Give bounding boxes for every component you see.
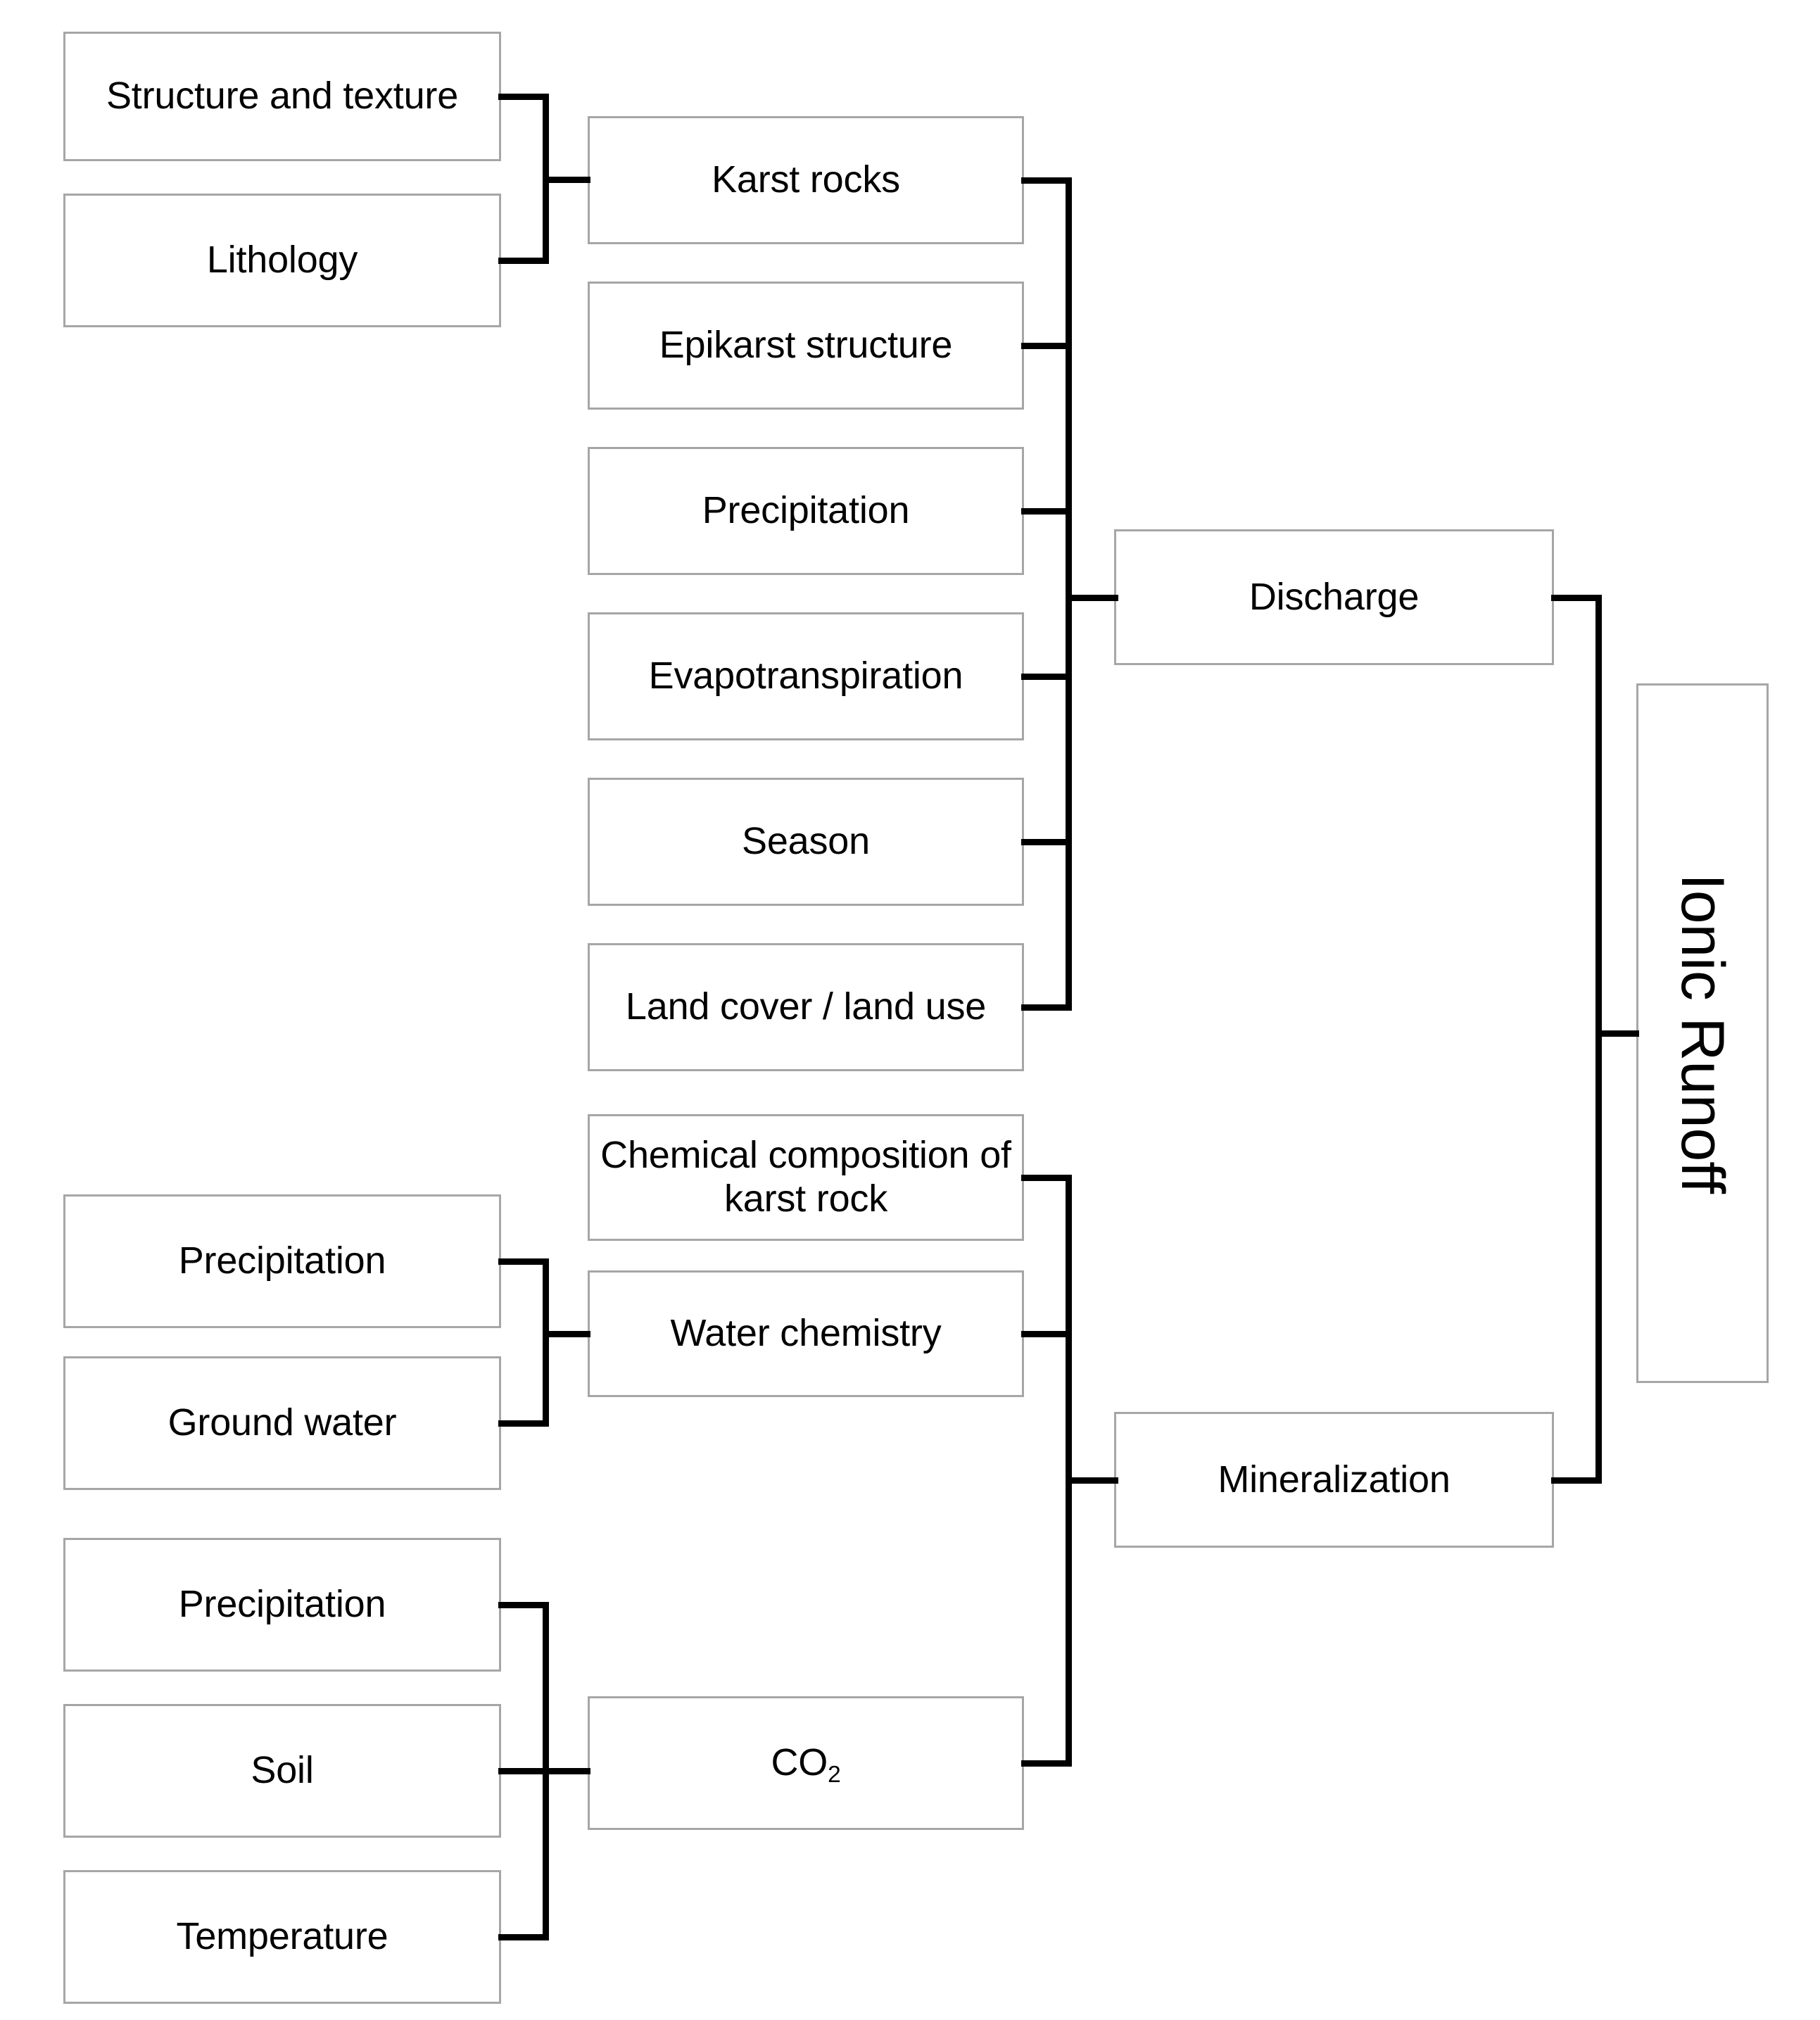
connector-bus-group-f xyxy=(1595,595,1602,1484)
connector-epikarst-structure-to-bus xyxy=(1021,343,1072,349)
node-label: Precipitation xyxy=(178,1239,386,1282)
node-label: Precipitation xyxy=(702,489,910,532)
node-precipitation-co2: Precipitation xyxy=(63,1538,501,1672)
node-ground-water: Ground water xyxy=(63,1356,501,1490)
connector-bus-c-to-co2 xyxy=(543,1768,590,1774)
connector-co2-to-bus xyxy=(1021,1760,1072,1767)
node-epikarst-structure: Epikarst structure xyxy=(588,282,1024,410)
connector-evapotranspiration-to-bus xyxy=(1021,674,1072,680)
node-label: Soil xyxy=(251,1749,314,1792)
connector-temperature-to-bus xyxy=(498,1934,549,1940)
connector-bus-a-to-karst-rocks xyxy=(543,177,590,183)
node-season: Season xyxy=(588,778,1024,906)
node-discharge: Discharge xyxy=(1114,529,1554,665)
connector-mineralization-to-bus xyxy=(1551,1477,1602,1484)
node-label: Structure and texture xyxy=(106,75,459,118)
connector-precipitation-discharge-to-bus xyxy=(1021,508,1072,515)
connector-water-chemistry-to-bus xyxy=(1021,1331,1072,1337)
node-co2: CO2 xyxy=(588,1696,1024,1830)
node-label: Ionic Runoff xyxy=(1669,873,1737,1194)
connector-bus-d-to-discharge xyxy=(1066,595,1118,601)
connector-precipitation-co2-to-bus xyxy=(498,1602,549,1608)
connector-structure-to-bus xyxy=(498,94,549,100)
node-label: Karst rocks xyxy=(712,158,900,201)
node-label: Chemical composition of karst rock xyxy=(600,1134,1011,1220)
node-label: Precipitation xyxy=(178,1583,386,1626)
node-label: Discharge xyxy=(1249,575,1420,618)
node-precipitation-water: Precipitation xyxy=(63,1194,501,1328)
connector-bus-b-to-water-chemistry xyxy=(543,1331,590,1337)
node-land-cover-land-use: Land cover / land use xyxy=(588,943,1024,1071)
node-structure-and-texture: Structure and texture xyxy=(63,32,501,161)
node-label: Land cover / land use xyxy=(625,985,987,1028)
connector-bus-f-to-ionic-runoff xyxy=(1595,1030,1639,1037)
node-label: Evapotranspiration xyxy=(648,655,963,697)
connector-bus-e-to-mineralization xyxy=(1066,1477,1118,1484)
node-evapotranspiration: Evapotranspiration xyxy=(588,612,1024,740)
node-lithology: Lithology xyxy=(63,194,501,327)
node-karst-rocks: Karst rocks xyxy=(588,116,1024,244)
node-mineralization: Mineralization xyxy=(1114,1412,1554,1548)
node-soil: Soil xyxy=(63,1704,501,1838)
node-chemical-composition-of-karst-rock: Chemical composition of karst rock xyxy=(588,1114,1024,1241)
connector-bus-group-e xyxy=(1066,1175,1072,1767)
connector-karst-rocks-to-bus xyxy=(1021,177,1072,184)
node-label-subscript: 2 xyxy=(828,1761,841,1788)
connector-bus-group-b xyxy=(543,1258,549,1427)
node-label: Lithology xyxy=(206,239,358,282)
connector-chemical-composition-to-bus xyxy=(1021,1175,1072,1181)
node-label: Mineralization xyxy=(1218,1458,1451,1501)
node-label: Temperature xyxy=(176,1915,388,1958)
node-label: Water chemistry xyxy=(670,1312,942,1355)
connector-land-cover-to-bus xyxy=(1021,1004,1072,1011)
connector-precipitation-water-to-bus xyxy=(498,1258,549,1265)
node-precipitation-discharge: Precipitation xyxy=(588,447,1024,575)
node-ionic-runoff: Ionic Runoff xyxy=(1636,683,1769,1383)
node-label: Epikarst structure xyxy=(659,324,953,367)
connector-soil-to-bus xyxy=(498,1768,549,1774)
connector-discharge-to-bus xyxy=(1551,595,1602,601)
node-water-chemistry: Water chemistry xyxy=(588,1270,1024,1397)
connector-lithology-to-bus xyxy=(498,258,549,264)
connector-season-to-bus xyxy=(1021,839,1072,845)
node-label: Ground water xyxy=(168,1401,397,1444)
connector-bus-group-d xyxy=(1066,177,1072,1011)
node-temperature: Temperature xyxy=(63,1870,501,2004)
node-label: Season xyxy=(742,820,870,863)
node-label: CO xyxy=(771,1741,828,1784)
connector-ground-water-to-bus xyxy=(498,1420,549,1427)
